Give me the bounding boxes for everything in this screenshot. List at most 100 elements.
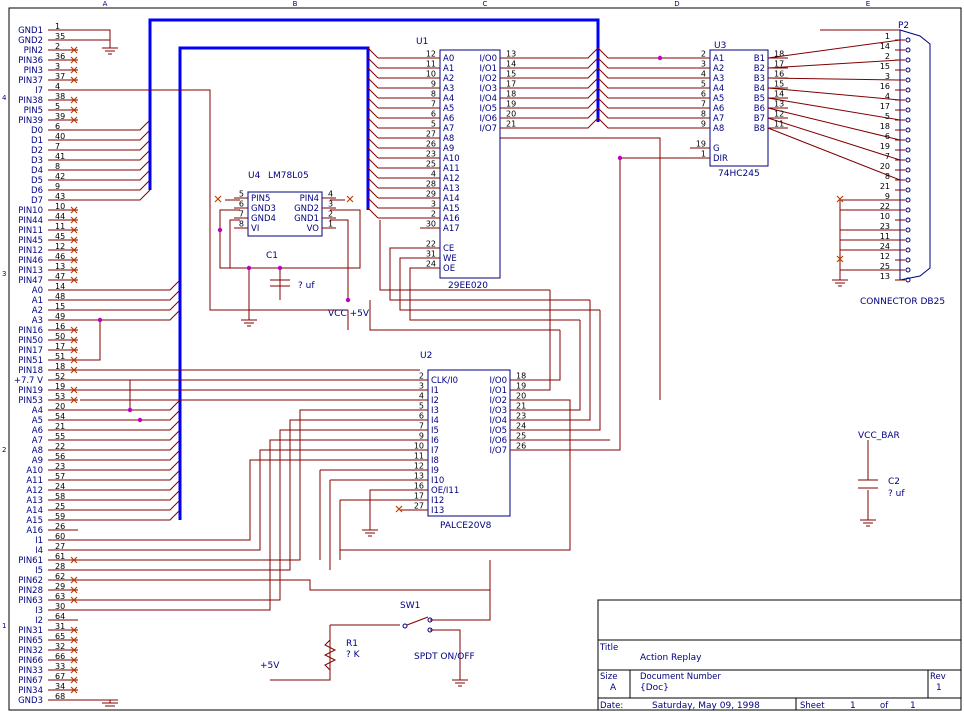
connector-signal-label: PIN51 [18, 356, 43, 366]
pin-number: 24 [516, 422, 526, 431]
pin-number: 6 [239, 200, 244, 209]
connector-pin-number: 40 [55, 132, 65, 141]
db25-pin-socket [905, 277, 911, 283]
resistor-r1: R1 ? K +5V [260, 639, 361, 671]
db25-pin-socket [905, 227, 911, 233]
connector-signal-label: PIN13 [18, 266, 43, 276]
pin-name: DIR [713, 154, 728, 164]
db25-ref: P2 [898, 21, 909, 31]
no-connect-mark [70, 266, 78, 274]
pin-name: A9 [443, 144, 454, 154]
u1-ref: U1 [416, 37, 428, 47]
connector-signal-label: D1 [31, 136, 43, 146]
no-connect-marks [214, 195, 844, 513]
of-value: 1 [910, 701, 916, 711]
pin-name: B4 [754, 84, 765, 94]
connector-pin-number: 48 [55, 292, 65, 301]
connector-signal-label: A8 [32, 446, 43, 456]
pin-number: 7 [239, 210, 244, 219]
db25-pin-socket [905, 217, 911, 223]
pin-number: 29 [426, 190, 436, 199]
connector-pin-number: 65 [55, 632, 65, 641]
connector-signal-label: A2 [32, 306, 43, 316]
pin-number: 17 [506, 80, 516, 89]
connector-pin-number: 14 [55, 282, 65, 291]
ground-symbol [102, 700, 118, 707]
connector-pin-number: 52 [55, 372, 65, 381]
pin-number: 1 [701, 150, 706, 159]
connector-pin-number: 37 [55, 72, 65, 81]
ground-symbol [102, 47, 118, 55]
connector-signal-label: PIN50 [18, 336, 43, 346]
ground-symbol [452, 679, 468, 687]
no-connect-mark [70, 206, 78, 214]
connector-signal-label: PIN65 [18, 636, 43, 646]
pin-number: 25 [516, 432, 526, 441]
db25-pin-socket [905, 187, 911, 193]
no-connect-mark [70, 676, 78, 684]
pin-number: 12 [774, 110, 784, 119]
connector-signal-label: A10 [26, 466, 43, 476]
pin-number: 4 [431, 170, 436, 179]
connector-pin-number: 24 [55, 482, 65, 491]
pin-name: I/O3 [490, 406, 507, 416]
connector-pin-number: 36 [55, 52, 65, 61]
no-connect-mark [70, 46, 78, 54]
pin-number: 3 [431, 200, 436, 209]
pin-number: 14 [774, 90, 784, 99]
pin-number: 13 [414, 472, 424, 481]
db25-pin-number: 4 [885, 92, 890, 101]
pin-number: 26 [426, 140, 436, 149]
pin-number: 16 [414, 482, 424, 491]
db25-pin-socket [905, 257, 911, 263]
pin-number: 15 [506, 70, 516, 79]
pin-number: 19 [506, 100, 516, 109]
db25-pin-number: 22 [880, 202, 890, 211]
pin-name: I/O0 [490, 376, 507, 386]
connector-signal-label: PIN39 [18, 116, 43, 126]
no-connect-mark [70, 56, 78, 64]
pin-number: 1 [328, 220, 333, 229]
pin-name: I7 [431, 446, 439, 456]
no-connect-mark [70, 246, 78, 254]
db25-pin-socket [905, 47, 911, 53]
connector-pin-number: 23 [55, 462, 65, 471]
connector-signal-label: I5 [35, 566, 43, 576]
connector-signal-label: PIN11 [18, 226, 43, 236]
connector-pin-number: 26 [55, 522, 65, 531]
no-connect-mark [70, 96, 78, 104]
grid-col-label: E [866, 0, 870, 8]
pin-number: 30 [426, 220, 436, 229]
connector-signal-label: D2 [31, 146, 43, 156]
connector-signal-label: A1 [32, 296, 43, 306]
pin-number: 10 [426, 70, 436, 79]
u3-part: 74HC245 [718, 169, 760, 179]
connector-signal-label: PIN45 [18, 236, 43, 246]
no-connect-mark [70, 256, 78, 264]
no-connect-mark [70, 356, 78, 364]
connector-pin-number: 28 [55, 562, 65, 571]
connector-signal-label: D5 [31, 176, 43, 186]
db25-pin-socket [905, 137, 911, 143]
pin-name: A17 [443, 224, 460, 234]
pin-number: 13 [506, 50, 516, 59]
db25-pin-socket [905, 197, 911, 203]
connector-signal-label: PIN53 [18, 396, 43, 406]
pin-name: A13 [443, 184, 460, 194]
connector-pin-number: 3 [55, 62, 60, 71]
pin-name: B3 [754, 74, 765, 84]
pin-name: B6 [754, 104, 765, 114]
pin-number: 4 [419, 392, 424, 401]
pin-number: 18 [516, 372, 526, 381]
pin-name: I/O1 [480, 64, 497, 74]
r1-net: +5V [260, 661, 280, 671]
pin-number: 8 [701, 110, 706, 119]
connector-signal-label: PIN66 [18, 656, 43, 666]
pin-name: I4 [431, 416, 439, 426]
pin-name: A3 [713, 74, 724, 84]
connector-pin-number: 43 [55, 192, 65, 201]
connector-pin-number: 50 [55, 332, 65, 341]
